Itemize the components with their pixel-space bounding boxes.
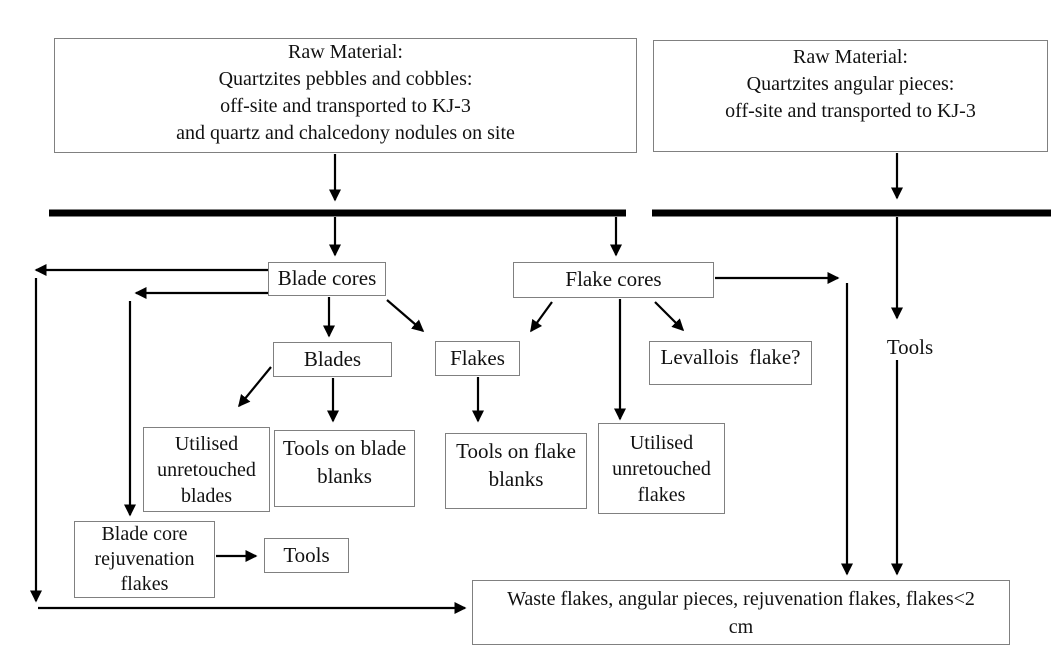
box-raw-material-angular: Raw Material: Quartzites angular pieces:…	[653, 40, 1048, 152]
arrow-flake-cores-to-flakes	[530, 301, 553, 333]
arrow-blade-cores-to-flakes	[386, 299, 425, 332]
box-blade-cores: Blade cores	[268, 262, 386, 296]
box-flakes: Flakes	[435, 341, 520, 376]
arrow-flake-cores-to-levallois	[654, 301, 685, 332]
box-raw-material-pebbles: Raw Material: Quartzites pebbles and cob…	[54, 38, 637, 153]
box-levallois-flake: Levallois flake?	[649, 341, 812, 385]
box-utilised-unretouched-flakes: Utilised unretouched flakes	[598, 423, 725, 514]
label-tools-right: Tools	[886, 335, 934, 359]
box-utilised-unretouched-blades: Utilised unretouched blades	[143, 427, 270, 512]
box-flake-cores: Flake cores	[513, 262, 714, 298]
arrow-blades-to-utilised-blades	[238, 366, 272, 408]
box-blade-core-rejuvenation-flakes: Blade core rejuvenation flakes	[74, 521, 215, 598]
box-tools: Tools	[264, 538, 349, 573]
box-waste-flakes: Waste flakes, angular pieces, rejuvenati…	[472, 580, 1010, 645]
box-tools-on-blade-blanks: Tools on blade blanks	[274, 430, 415, 507]
box-blades: Blades	[273, 342, 392, 377]
box-tools-on-flake-blanks: Tools on flake blanks	[445, 433, 587, 509]
